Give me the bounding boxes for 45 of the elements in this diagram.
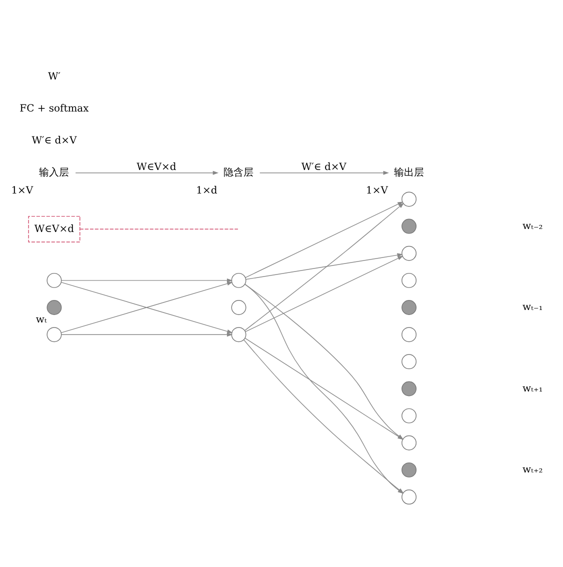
node-text: 输出层 — [394, 166, 424, 178]
label: W′ — [48, 70, 60, 82]
node-circle — [402, 326, 416, 342]
node-circle — [402, 300, 416, 314]
arrow — [60, 281, 233, 333]
node-text: 隐含层 — [224, 166, 254, 178]
connector — [80, 228, 238, 229]
node-label: 1×V — [366, 185, 388, 196]
node-circle — [402, 245, 416, 260]
node-circle — [402, 462, 416, 477]
node-circle — [402, 272, 416, 288]
arrow — [245, 255, 404, 332]
node-label: wₜ — [36, 314, 47, 326]
node-circle — [402, 434, 416, 450]
edge-label: W∈V×d — [136, 162, 176, 173]
node-circle — [231, 300, 246, 314]
label: wₜ₋₂ — [522, 220, 543, 232]
arrow — [61, 332, 233, 336]
node-label: 1×d — [196, 185, 218, 196]
node-circle — [46, 326, 62, 342]
label: W′∈ d×V — [32, 134, 77, 146]
label: FC + softmax — [20, 102, 89, 114]
label: wₜ₋₁ — [522, 302, 543, 313]
arrow — [244, 337, 404, 440]
label: wₜ₊₂ — [522, 464, 543, 476]
node-circle — [231, 272, 246, 288]
arrow — [244, 283, 404, 440]
node-box: W∈V×d — [28, 215, 80, 242]
node-circle — [402, 218, 416, 234]
arrow — [61, 278, 233, 282]
label: wₜ₊₁ — [522, 382, 543, 394]
arrow — [75, 170, 219, 174]
node-circle — [402, 408, 416, 423]
arrow — [246, 252, 403, 280]
node-circle — [402, 354, 416, 369]
node-circle — [46, 300, 62, 314]
arrow — [259, 170, 389, 174]
edge-label: W′∈ d×V — [301, 162, 346, 173]
node-circle — [402, 191, 416, 206]
node-circle — [46, 272, 62, 288]
node-label: 1×V — [11, 185, 34, 196]
node-circle — [402, 489, 416, 504]
node-circle — [231, 326, 246, 342]
node-circle — [402, 380, 416, 396]
node-text: 输入层 — [39, 166, 70, 178]
